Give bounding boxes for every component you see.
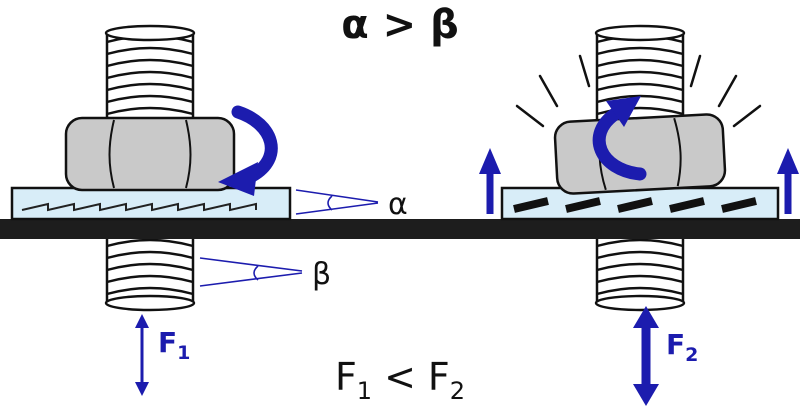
vibration-mark <box>515 104 545 128</box>
beta-angle-marker: β <box>199 257 331 292</box>
alpha-angle-lower-line <box>295 202 379 215</box>
left-washer <box>10 186 292 221</box>
uplift-arrow-left-head <box>479 148 501 174</box>
beta-angle-upper-line <box>199 257 303 272</box>
f2-label-sub: 2 <box>685 344 698 366</box>
left-bolt-lower-threads <box>104 239 196 312</box>
f2-force-arrow: F2 <box>633 306 698 406</box>
vibration-mark <box>717 74 738 108</box>
vibration-mark <box>689 54 702 88</box>
bottom-formula-operator: < <box>384 355 416 399</box>
f1-arrowhead-down <box>135 382 149 396</box>
bottom-formula-rhs-sub: 2 <box>450 377 465 405</box>
left-washer-serration-line <box>21 202 257 212</box>
vibration-marks <box>515 54 762 128</box>
left-nut-facet-right <box>185 119 192 189</box>
right-bolt-lower-threads <box>594 239 686 312</box>
f1-arrowhead-up <box>135 314 149 328</box>
left-nut <box>64 116 236 192</box>
right-rotation-arrow-shaft <box>592 107 647 181</box>
alpha-angle-upper-line <box>295 189 379 203</box>
f2-label: F2 <box>666 328 698 366</box>
right-washer <box>500 186 780 221</box>
left-bolt-bottom-coil <box>104 294 196 312</box>
f1-label-sub: 1 <box>177 342 190 364</box>
alpha-angle-marker: α <box>295 187 408 222</box>
alpha-angle-arc <box>327 195 333 211</box>
left-rotation-arrowhead <box>218 162 258 196</box>
left-lower-thread-coils <box>107 239 193 305</box>
left-bolt-upper-threads <box>104 24 196 124</box>
beta-label: β <box>312 257 331 292</box>
f2-arrowhead-down <box>633 384 659 406</box>
left-bolt-top-coil <box>104 24 196 42</box>
right-uplift-arrows <box>479 148 799 214</box>
clamped-plate <box>0 219 800 239</box>
right-nut-facet-right <box>673 117 682 187</box>
right-bolt-upper-threads <box>594 24 686 124</box>
right-bolt-bottom-coil <box>594 294 686 312</box>
top-formula: α > β <box>341 2 458 48</box>
bottom-formula: F1<F2 <box>335 355 465 405</box>
f2-arrowhead-up <box>633 306 659 328</box>
beta-angle-lower-line <box>199 272 303 287</box>
uplift-arrow-right-head <box>777 148 799 174</box>
alpha-label: α <box>388 187 408 222</box>
vibration-mark <box>732 104 762 128</box>
right-washer-cam-dash <box>669 197 705 213</box>
bottom-formula-lhs: F <box>335 355 357 399</box>
right-washer-cam-dash <box>565 197 601 213</box>
right-lower-thread-coils <box>597 239 683 305</box>
right-washer-cam-dash <box>721 197 757 213</box>
vibration-mark <box>538 74 559 108</box>
left-assembly <box>104 24 196 312</box>
left-rotation-arrow <box>218 105 278 196</box>
right-washer-cam-dash <box>513 197 549 213</box>
left-nut-body <box>64 116 236 192</box>
beta-angle-arc <box>253 265 259 281</box>
right-rotation-arrow <box>592 96 647 181</box>
right-rotation-arrowhead <box>606 96 641 127</box>
f1-label-base: F <box>158 326 177 359</box>
f1-label: F1 <box>158 326 190 364</box>
bottom-formula-lhs-sub: 1 <box>357 377 372 405</box>
right-washer-cam-dash <box>617 197 653 213</box>
f1-force-arrow: F1 <box>135 314 190 396</box>
f2-label-base: F <box>666 328 685 361</box>
vibration-mark <box>578 54 591 88</box>
bottom-formula-rhs: F <box>428 355 450 399</box>
left-rotation-arrow-shaft <box>231 105 278 183</box>
right-nut <box>553 113 727 195</box>
left-nut-facet-left <box>108 119 115 189</box>
right-bolt-top-coil <box>594 24 686 42</box>
right-nut-body <box>553 113 727 195</box>
left-upper-thread-coils <box>107 32 193 124</box>
